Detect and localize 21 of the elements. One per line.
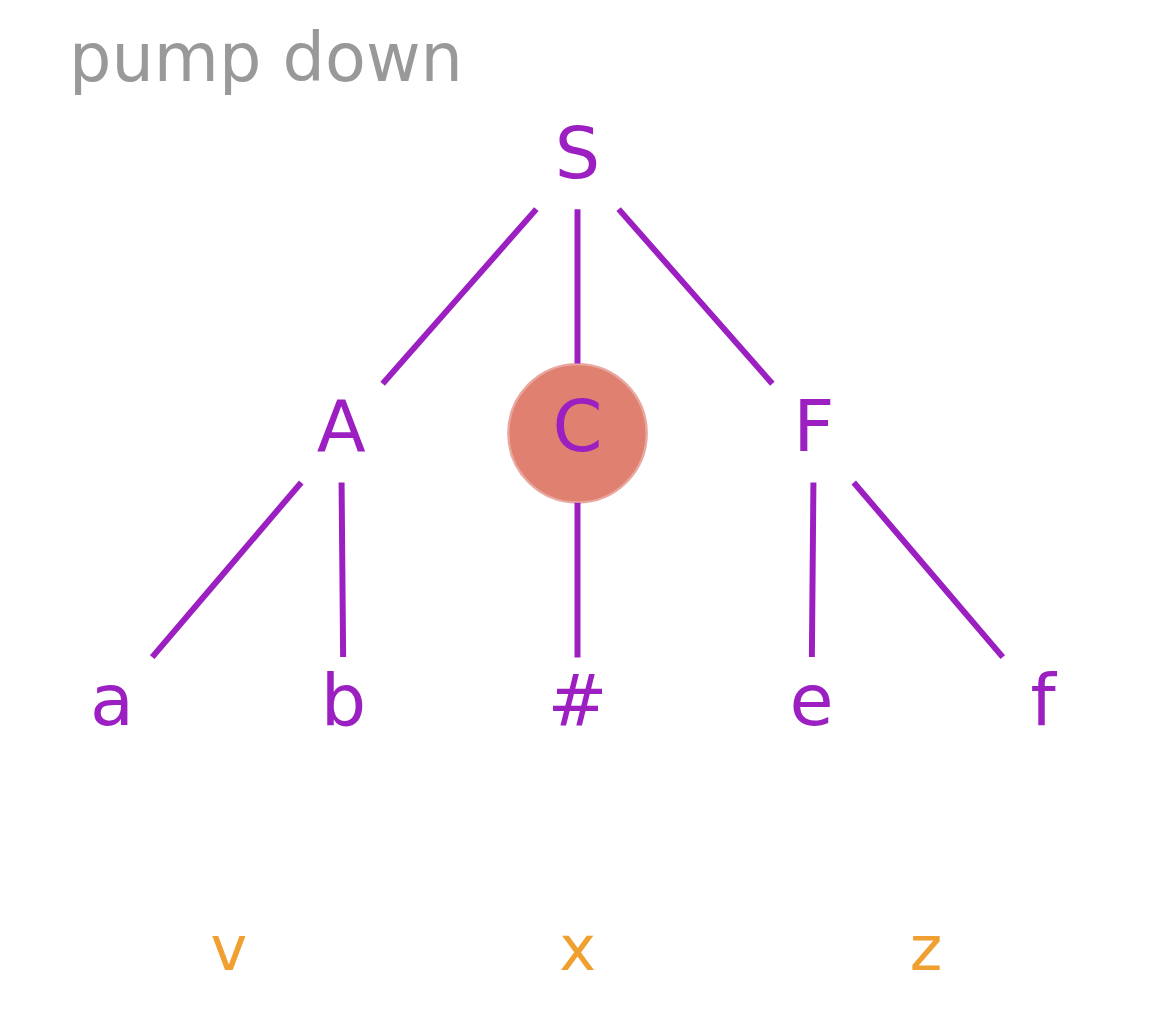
node-circle: C (506, 362, 648, 504)
label: v (210, 911, 247, 985)
connector (808, 482, 816, 658)
connector (574, 502, 580, 658)
node-text: F (792, 385, 834, 469)
node-text: f (1029, 658, 1056, 742)
connector (574, 209, 580, 364)
connector (850, 480, 1005, 659)
label: x (558, 911, 596, 985)
connector (338, 482, 346, 658)
node-text: S (554, 111, 600, 195)
connector (615, 207, 775, 386)
node-text: A (316, 385, 366, 469)
connector (379, 207, 539, 386)
node-text: # (546, 658, 608, 742)
node-text: a (89, 658, 134, 742)
node-text: e (788, 658, 833, 742)
diagram-title: pump down (68, 18, 463, 97)
label: z (909, 911, 942, 985)
node-text: b (320, 658, 366, 742)
connector (149, 480, 304, 659)
